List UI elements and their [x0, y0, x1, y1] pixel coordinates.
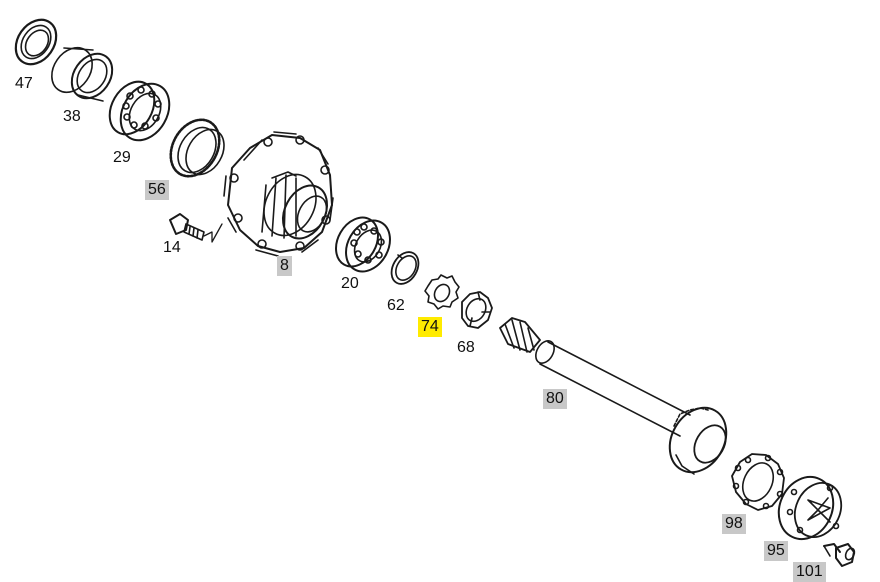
part-label-80[interactable]: 80: [543, 389, 567, 409]
part-38-bearing-race[interactable]: [43, 40, 120, 106]
part-56-tone-ring[interactable]: [161, 111, 232, 185]
part-8-differential-housing[interactable]: [223, 131, 336, 257]
part-label-38[interactable]: 38: [63, 108, 81, 125]
part-label-101[interactable]: 101: [793, 562, 826, 582]
part-68-nut[interactable]: [461, 291, 493, 329]
part-label-8[interactable]: 8: [277, 256, 292, 276]
part-label-74[interactable]: 74: [418, 317, 442, 337]
part-47-seal-ring[interactable]: [7, 12, 64, 72]
part-101-bolt[interactable]: [823, 543, 856, 567]
part-20-ball-bearing[interactable]: [328, 210, 399, 279]
part-14-bolt[interactable]: [169, 213, 223, 243]
part-label-56[interactable]: 56: [145, 180, 169, 200]
part-label-95[interactable]: 95: [764, 541, 788, 561]
part-80-axle-shaft[interactable]: [499, 317, 738, 482]
part-label-68[interactable]: 68: [457, 339, 475, 356]
part-label-62[interactable]: 62: [387, 297, 405, 314]
part-98-gasket[interactable]: [731, 453, 785, 511]
part-label-47[interactable]: 47: [15, 75, 33, 92]
part-label-20[interactable]: 20: [341, 275, 359, 292]
part-29-ball-bearing[interactable]: [101, 74, 179, 149]
part-label-14[interactable]: 14: [163, 239, 181, 256]
part-62-snap-ring[interactable]: [386, 247, 424, 288]
part-95-cover[interactable]: [769, 468, 850, 548]
part-label-29[interactable]: 29: [113, 149, 131, 166]
part-74-lock-washer[interactable]: [424, 274, 460, 310]
part-label-98[interactable]: 98: [722, 514, 746, 534]
